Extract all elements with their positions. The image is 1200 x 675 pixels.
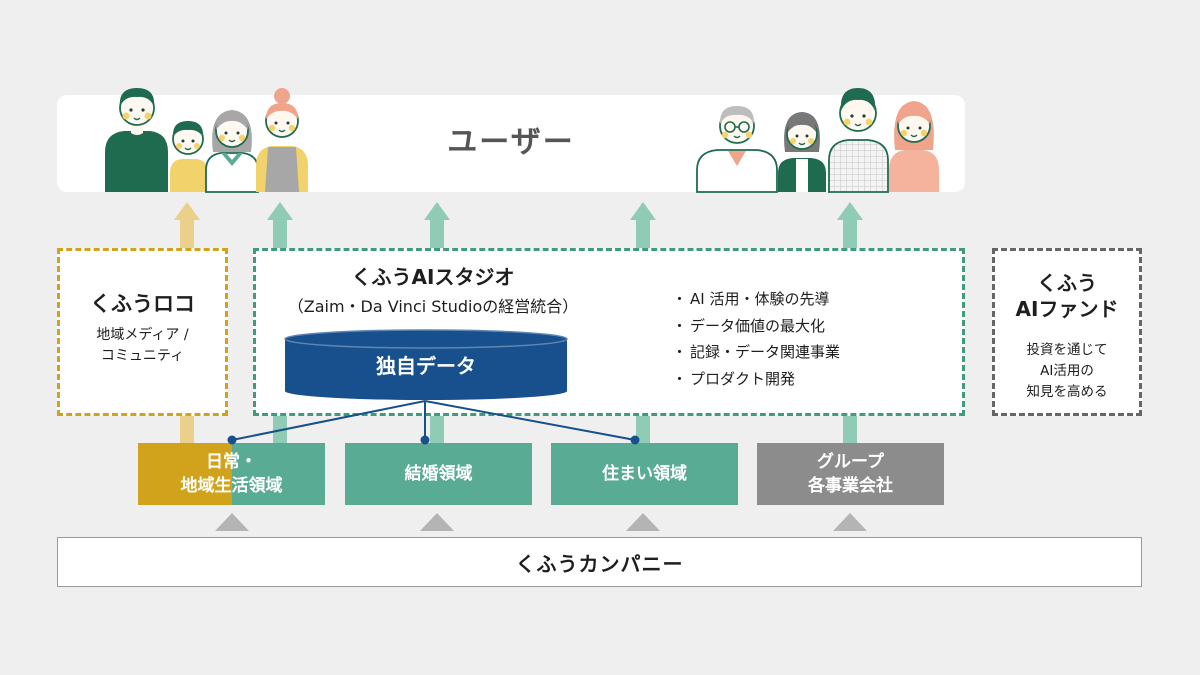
kufu-ai-studio-points: ・AI 活用・体験の先導 ・データ価値の最大化 ・記録・データ関連事業 ・プロダ… [672,286,840,392]
domain-label-line: 地域生活領域 [180,476,283,496]
studio-point: ・記録・データ関連事業 [672,339,840,366]
kufu-company-label: くふうカンパニー [515,551,684,576]
studio-point: ・AI 活用・体験の先導 [672,286,840,313]
studio-point-text: 記録・データ関連事業 [690,343,841,361]
up-triangle [420,513,454,531]
kufu-ai-studio-box: くふうAIスタジオ （Zaim・Da Vinci Studioの経営統合） ・A… [253,248,965,416]
arrow-shaft [843,219,857,248]
studio-point: ・プロダクト開発 [672,366,840,393]
arrow-head [267,202,293,220]
domain-label-line: 各事業会社 [808,476,893,496]
domain-daily-local-life: 日常・ 地域生活領域 [138,443,325,505]
up-triangle [215,513,249,531]
kufu-loco-description: 地域メディア / コミュニティ [60,325,225,367]
arrow-shaft-lower [636,416,650,443]
studio-point: ・データ価値の最大化 [672,313,840,340]
kufu-ai-fund-description: 投資を通じて AI活用の 知見を高める [995,340,1139,403]
kufu-ai-fund-title-line: AIファンド [1015,297,1119,321]
users-panel: ユーザー [57,95,965,192]
bullet-mark: ・ [672,316,688,335]
kufu-ai-fund-desc-line: AI活用の [1040,363,1094,379]
kufu-ai-fund-title-line: くふう [1037,271,1097,295]
domain-label-line: 日常・ [206,452,257,472]
arrow-shaft-lower [273,416,287,443]
domain-group-companies: グループ 各事業会社 [757,443,944,505]
domain-wedding: 結婚領域 [345,443,532,505]
kufu-ai-studio-subtitle: （Zaim・Da Vinci Studioの経営統合） [287,297,579,316]
domain-label-line: 住まい領域 [602,464,687,484]
arrow-shaft [430,219,444,248]
arrow-shaft [273,219,287,248]
studio-point-text: プロダクト開発 [690,369,796,388]
bullet-mark: ・ [672,369,688,388]
bullet-mark: ・ [672,290,688,308]
kufu-ai-fund-title: くふう AIファンド [995,270,1139,322]
kufu-company-box: くふうカンパニー [57,537,1142,587]
kufu-loco-desc-line: コミュニティ [100,348,185,364]
arrow-head [174,202,200,220]
domain-housing: 住まい領域 [551,443,738,505]
up-triangle [833,513,867,531]
kufu-ai-fund-desc-line: 知見を高める [1026,384,1108,400]
kufu-loco-title: くふうロコ [90,292,195,316]
kufu-ai-studio-heading: くふうAIスタジオ （Zaim・Da Vinci Studioの経営統合） [270,263,596,319]
arrow-shaft [636,219,650,248]
arrow-shaft-lower [180,416,194,443]
kufu-loco-desc-line: 地域メディア / [96,327,189,343]
arrow-head [837,202,863,220]
up-triangle [626,513,660,531]
domain-label-line: グループ [817,452,884,472]
users-label: ユーザー [447,125,575,160]
proprietary-data-label: 独自データ [376,354,476,378]
bullet-mark: ・ [672,343,688,361]
arrow-shaft-lower [843,416,857,443]
arrow-shaft-lower [430,416,444,443]
kufu-loco-box: くふうロコ 地域メディア / コミュニティ [57,248,228,416]
kufu-ai-fund-desc-line: 投資を通じて [1026,342,1108,358]
kufu-ai-fund-box: くふう AIファンド 投資を通じて AI活用の 知見を高める [992,248,1142,416]
studio-point-text: AI 活用・体験の先導 [690,290,830,308]
kufu-ai-studio-title: くふうAIスタジオ [351,265,515,289]
arrow-head [630,202,656,220]
arrow-shaft [180,219,194,248]
arrow-head [424,202,450,220]
studio-point-text: データ価値の最大化 [690,316,826,335]
domain-label-line: 結婚領域 [404,464,473,484]
